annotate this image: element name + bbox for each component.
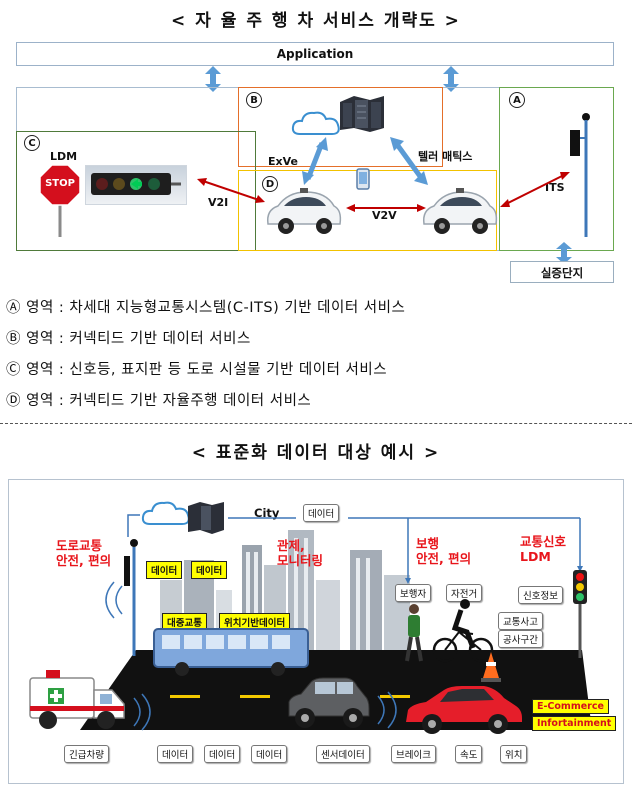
yellow-data-tag-1: 데이터 — [146, 561, 183, 579]
bottom-title: < 표준화 데이터 대상 예시 > — [191, 443, 441, 463]
v2v-label: V2V — [372, 209, 397, 222]
city-cloud-icon — [141, 501, 190, 525]
arrow-app-left — [205, 66, 221, 92]
application-bar — [16, 42, 614, 66]
ecommerce-tag: E-Commerce — [532, 699, 609, 714]
zone-d-marker: D — [262, 176, 278, 192]
phone-icon — [356, 168, 370, 190]
legend-item-d: Ⓓ 영역 : 커넥티드 기반 자율주행 데이터 서비스 — [6, 393, 312, 409]
arrow-cloud-car-right — [390, 137, 428, 185]
grey-car-icon — [288, 677, 370, 728]
red-label-signal-2: LDM — [520, 549, 551, 564]
brake-tag: 브레이크 — [391, 745, 436, 763]
ambulance-tag: 긴급차량 — [64, 745, 109, 763]
its-label: ITS — [545, 181, 565, 194]
testbed-box — [510, 261, 614, 283]
exve-label: ExVe — [268, 155, 298, 168]
traffic-light-icon — [91, 173, 181, 195]
pedestrian-tag: 보행자 — [395, 584, 432, 602]
red-car-icon — [406, 686, 522, 734]
autonomous-car-right-icon — [422, 188, 498, 234]
arrow-app-right — [443, 66, 459, 92]
zone-c-marker: C — [24, 135, 40, 151]
legend-item-a: Ⓐ 영역 : 차세대 지능형교통시스템(C-ITS) 기반 데이터 서비스 — [6, 300, 406, 316]
ambulance-icon — [29, 670, 125, 729]
signal-wave-icon — [105, 581, 123, 619]
accident-tag: 교통사고 — [498, 612, 543, 630]
top-title: < 자 율 주 행 차 서비스 개략도 > — [171, 11, 461, 31]
ambulance-wave-icon — [133, 693, 151, 731]
city-label: City — [254, 506, 280, 520]
pedestrian-icon — [405, 604, 423, 662]
autonomous-car-left-icon — [266, 188, 342, 234]
infotainment-tag: Infortainment — [532, 716, 617, 731]
construction-tag: 공사구간 — [498, 630, 543, 648]
sensor-data-tag: 센서데이터 — [316, 745, 370, 763]
yellow-data-tag-2: 데이터 — [191, 561, 228, 579]
red-label-walk-1: 보행 — [416, 536, 440, 551]
application-label: Application — [276, 47, 354, 61]
signal-info-tag: 신호정보 — [518, 586, 563, 604]
location-tag: 위치 — [500, 745, 528, 763]
bus-data-tag-3: 데이터 — [251, 745, 288, 763]
bus-data-tag-1: 데이터 — [157, 745, 194, 763]
stop-sign-text: STOP — [45, 178, 75, 189]
testbed-label: 실증단지 — [540, 266, 584, 280]
zone-b-marker: B — [246, 92, 262, 108]
telematics-label: 텔러 매틱스 — [418, 150, 473, 163]
roadside-pole-icon — [124, 539, 138, 656]
arrow-testbed — [556, 242, 572, 264]
red-label-control-2: 모니터링 — [277, 553, 324, 568]
ldm-label: LDM — [50, 150, 78, 163]
red-label-road-1: 도로교통 — [56, 538, 103, 553]
traffic-cone-icon — [481, 652, 501, 682]
zone-b-box — [238, 87, 443, 167]
legend-item-c: Ⓒ 영역 : 신호등, 표지판 등 도로 시설물 기반 데이터 서비스 — [6, 362, 388, 378]
car-wave-icon — [377, 691, 397, 729]
city-traffic-light-icon — [573, 570, 587, 658]
server-icon — [340, 96, 384, 132]
speed-tag: 속도 — [455, 745, 483, 763]
section-divider — [0, 423, 632, 424]
cloud-icon — [291, 111, 340, 135]
arrow-cloud-car-left — [302, 137, 328, 185]
zone-a-marker: A — [509, 92, 525, 108]
red-label-walk-2: 안전, 편의 — [416, 551, 472, 566]
cyclist-icon — [432, 599, 494, 663]
bus-icon — [153, 628, 309, 676]
stop-sign-icon — [39, 164, 81, 237]
arrow-its — [500, 172, 570, 207]
legend-item-b: Ⓑ 영역 : 커넥티드 기반 데이터 서비스 — [6, 331, 251, 347]
bus-data-tag-2: 데이터 — [204, 745, 241, 763]
city-server-icon — [188, 502, 224, 534]
its-pole-icon — [570, 113, 590, 237]
zone-c-box — [16, 131, 256, 251]
red-label-control-1: 관제, — [277, 538, 305, 553]
red-label-road-2: 안전, 편의 — [56, 553, 112, 568]
arrow-v2v — [346, 204, 426, 212]
zone-a-box — [499, 87, 614, 251]
v2i-label: V2I — [208, 196, 229, 209]
city-data-tag: 데이터 — [303, 504, 340, 522]
red-label-signal-1: 교통신호 — [520, 534, 567, 549]
arrow-v2i — [197, 178, 265, 203]
connector-lines — [127, 514, 583, 584]
